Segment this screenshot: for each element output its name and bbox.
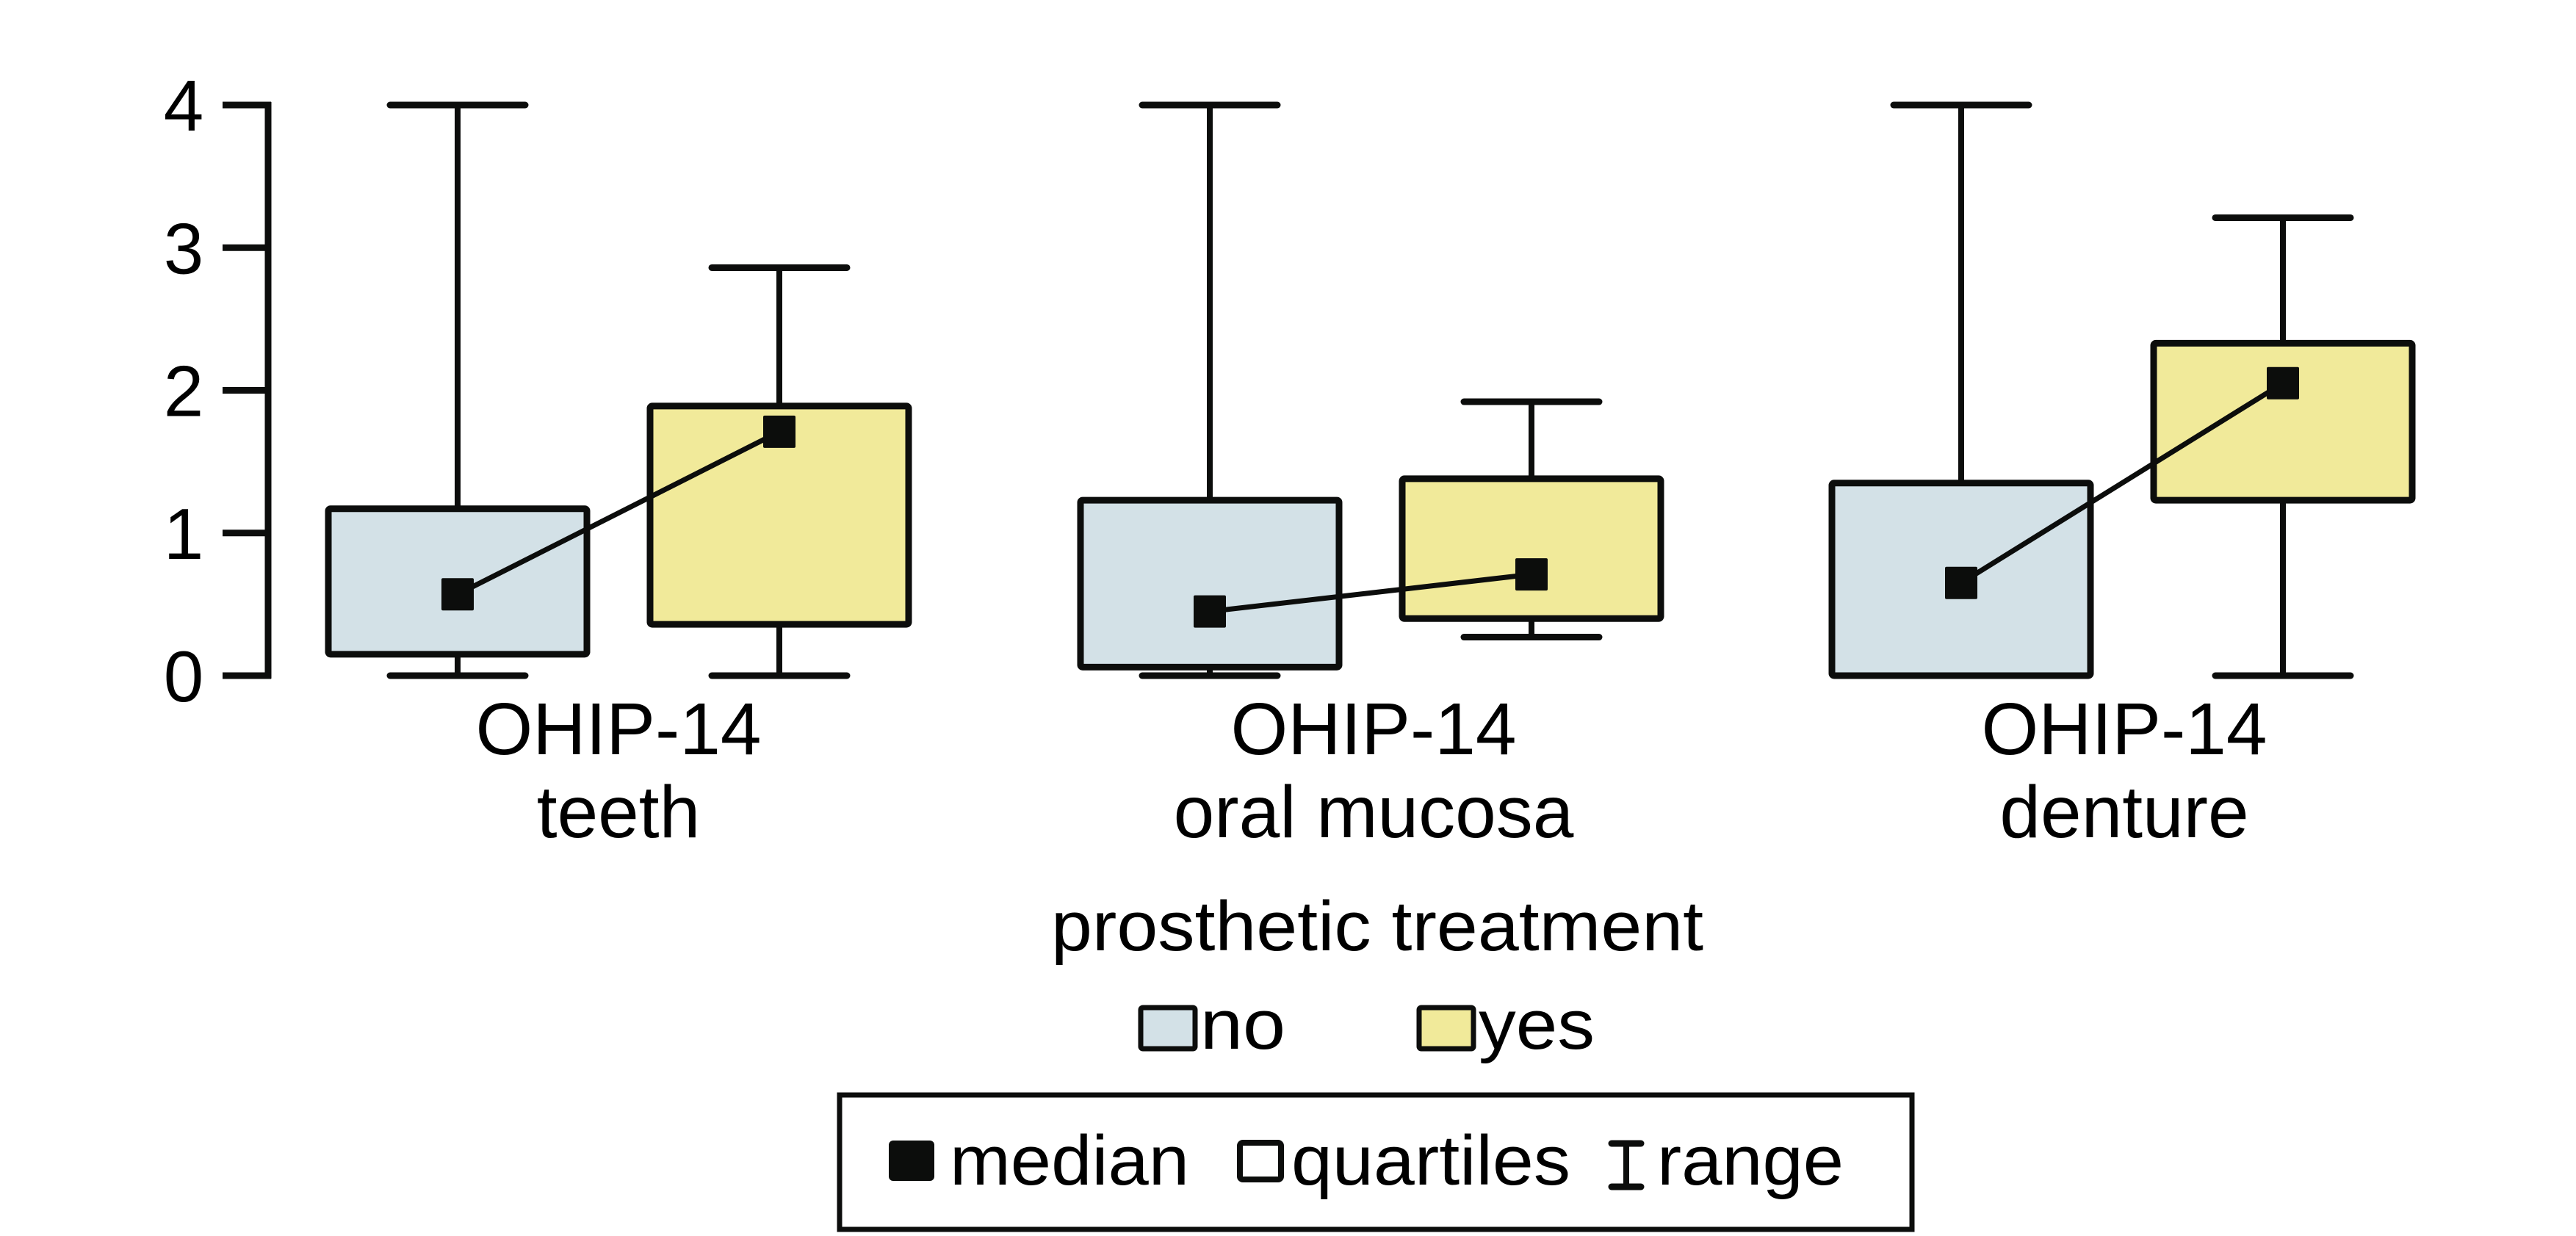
y-tick-label: 0 xyxy=(164,636,204,717)
key-frame xyxy=(837,1092,1915,1232)
category-label-line1: OHIP-14 xyxy=(1230,688,1516,770)
key-label-range: range xyxy=(1657,1121,1844,1200)
quartile-box xyxy=(2150,339,2416,504)
quartile-box xyxy=(1077,496,1343,671)
y-tick-label: 2 xyxy=(164,351,204,432)
median-marker xyxy=(2267,366,2299,400)
quartiles-box-icon xyxy=(1237,1140,1284,1182)
category-label-line2: oral mucosa xyxy=(1174,771,1574,853)
box-yes-0 xyxy=(646,264,912,679)
median-connector-line xyxy=(1209,571,1532,615)
box-yes-1 xyxy=(1399,398,1664,641)
category-label-line2: denture xyxy=(1999,771,2248,853)
legend-label-yes: yes xyxy=(1479,986,1595,1064)
median-connector-line xyxy=(456,429,781,597)
category-label-line2: teeth xyxy=(537,771,700,853)
category-labels: OHIP-14 teeth OHIP-14 oral mucosa OHIP-1… xyxy=(475,688,2267,853)
key-box: median quartiles range xyxy=(837,1092,1915,1232)
quartile-box xyxy=(1399,475,1664,622)
legend-swatch-yes xyxy=(1416,1005,1476,1052)
box-no-1 xyxy=(1077,101,1343,679)
range-icon xyxy=(1608,1140,1645,1190)
median-marker xyxy=(763,415,795,448)
median-marker xyxy=(1945,566,1977,599)
box-yes-2 xyxy=(2150,214,2416,679)
legend-title: prosthetic treatment xyxy=(1051,887,1703,966)
median-marker xyxy=(1515,558,1548,591)
y-tick-label: 1 xyxy=(164,494,204,574)
y-axis: 0 1 2 3 4 xyxy=(164,65,272,717)
legend: prosthetic treatment no yes xyxy=(1051,887,1703,1064)
median-marker-icon xyxy=(889,1141,934,1181)
key-label-quartiles: quartiles xyxy=(1291,1121,1570,1200)
median-connector-line xyxy=(1960,380,2284,585)
plot-area xyxy=(325,101,2416,679)
category-label-line1: OHIP-14 xyxy=(1981,688,2267,770)
legend-label-no: no xyxy=(1200,986,1285,1064)
y-tick-label: 4 xyxy=(164,65,204,146)
legend-swatch-no xyxy=(1138,1005,1198,1052)
category-label-line1: OHIP-14 xyxy=(475,688,761,770)
key-label-median: median xyxy=(950,1121,1189,1200)
median-marker xyxy=(441,578,474,611)
median-marker xyxy=(1194,595,1226,628)
y-tick-label: 3 xyxy=(164,208,204,289)
quartile-box xyxy=(646,402,912,628)
